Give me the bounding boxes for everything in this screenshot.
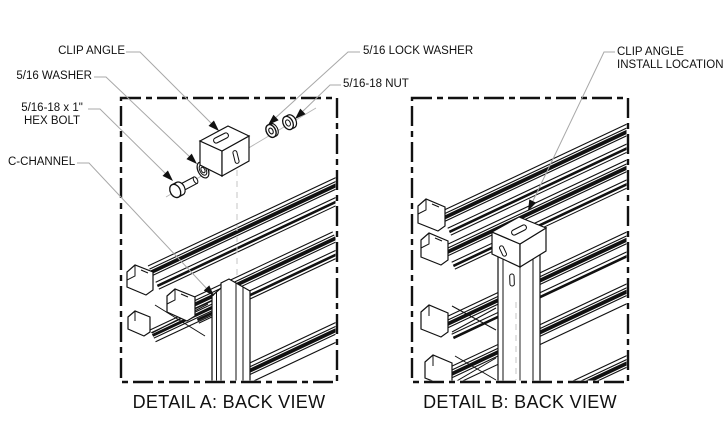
washer-leader — [94, 76, 193, 160]
exploded-hardware — [165, 107, 317, 199]
corner-channel-rail — [557, 336, 627, 381]
lock-washer-label: 5/16 LOCK WASHER — [363, 45, 474, 57]
hex-bolt-label-line2: HEX BOLT — [23, 114, 81, 127]
leader-lines — [77, 51, 615, 292]
detail-b-view — [410, 96, 630, 384]
detail-a-structure — [126, 170, 336, 381]
bottom-channel-rail — [202, 320, 336, 381]
hex-bolt-leader — [88, 108, 169, 177]
detail-b-structure — [417, 122, 627, 381]
vertical-post — [211, 278, 251, 381]
detail-a-caption: DETAIL A: BACK VIEW — [132, 392, 326, 412]
channel-end-profiles — [126, 264, 196, 337]
clip-install-label: CLIP ANGLE INSTALL LOCATION — [617, 46, 727, 71]
clip-install-label-line1: CLIP ANGLE — [617, 46, 684, 58]
vertical-post — [497, 252, 541, 381]
nut-leader — [298, 84, 341, 116]
c-channel-label: C-CHANNEL — [8, 156, 76, 168]
front-channel-rail — [443, 158, 627, 270]
washer-label: 5/16 WASHER — [16, 70, 92, 82]
nut-label: 5/16-18 NUT — [343, 78, 409, 90]
channel-end-profiles — [417, 198, 453, 381]
clip-angle-label: CLIP ANGLE — [58, 45, 125, 57]
detail-a-boundary — [119, 96, 339, 384]
detail-a-view — [119, 96, 339, 384]
hex-bolt-label-line1: 5/16-18 x 1" — [21, 102, 83, 114]
detail-b-boundary — [410, 96, 630, 384]
hex-nut-part — [282, 114, 298, 131]
installed-clip-angle — [490, 216, 548, 269]
lock-washer-part — [265, 122, 279, 139]
clip-angle-part — [198, 125, 251, 178]
lock-washer-leader — [271, 51, 360, 122]
clip-angle-leader — [126, 51, 215, 127]
clip-install-leader — [530, 51, 615, 206]
c-channel-leader — [77, 162, 210, 292]
clip-install-label-line2: INSTALL LOCATION — [617, 58, 724, 71]
hex-bolt — [169, 176, 199, 199]
detail-b-caption: DETAIL B: BACK VIEW — [423, 392, 617, 412]
back-channel-rail — [439, 122, 627, 236]
hex-bolt-label: 5/16-18 x 1" HEX BOLT — [14, 102, 90, 127]
back-channel-rail — [147, 176, 336, 290]
